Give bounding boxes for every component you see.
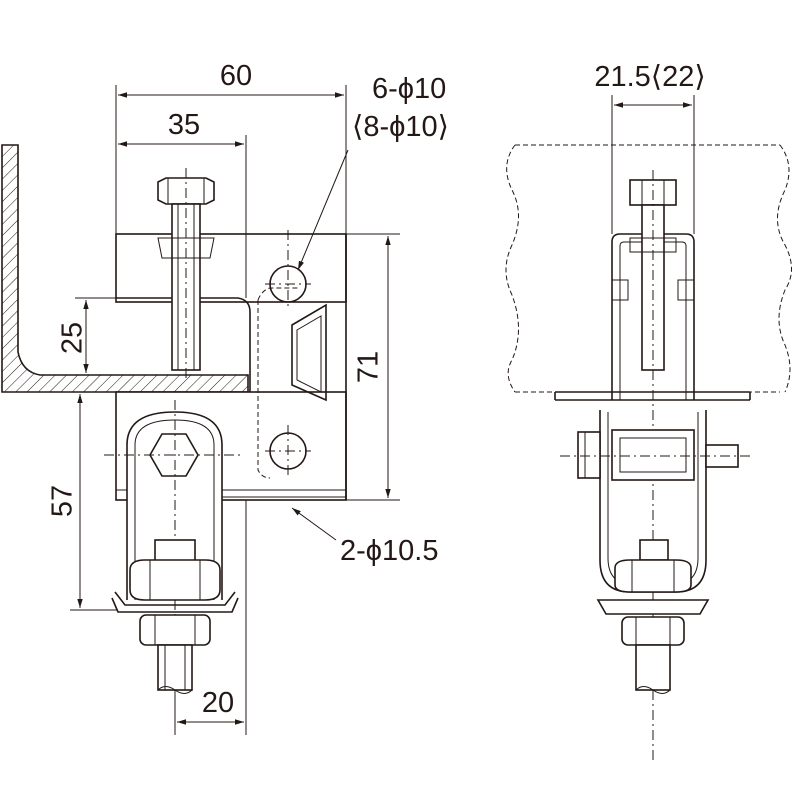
lower-nut-assembly — [111, 539, 239, 694]
dim-57-label: 57 — [47, 485, 79, 517]
side-view: 21.5⟨22⟩ — [505, 61, 792, 760]
hanger-strap — [104, 400, 240, 730]
dim-35: 35 — [118, 109, 247, 298]
dim-20-label: 20 — [202, 687, 234, 719]
dim-25: 25 — [57, 297, 116, 376]
dim-side-width-label: 21.5⟨22⟩ — [594, 61, 705, 93]
hole-note-line1: 6-ϕ10 — [372, 73, 446, 105]
clamp-bolt — [157, 168, 215, 380]
dim-71-label: 71 — [353, 351, 385, 383]
dim-25-label: 25 — [57, 322, 89, 354]
clamp-body — [115, 230, 347, 501]
dim-71: 71 — [346, 233, 400, 501]
dim-35-label: 35 — [168, 109, 200, 141]
hole-note: 6-ϕ10 ⟨8-ϕ10⟩ — [297, 73, 449, 271]
dim-20: 20 — [174, 500, 247, 735]
hole-note-line2: ⟨8-ϕ10⟩ — [352, 111, 449, 143]
steel-angle-section — [1, 144, 249, 393]
side-nut-assembly — [596, 539, 710, 694]
hole-note-lower: 2-ϕ10.5 — [291, 507, 438, 567]
dim-60: 60 — [115, 60, 347, 234]
front-view: 60 35 6-ϕ10 ⟨8-ϕ10⟩ 25 71 — [1, 60, 449, 735]
dim-side-width: 21.5⟨22⟩ — [594, 61, 706, 234]
dim-60-label: 60 — [220, 60, 252, 92]
side-hanger — [560, 410, 750, 593]
dim-57: 57 — [47, 391, 118, 611]
hole-note-lower-label: 2-ϕ10.5 — [340, 535, 438, 567]
